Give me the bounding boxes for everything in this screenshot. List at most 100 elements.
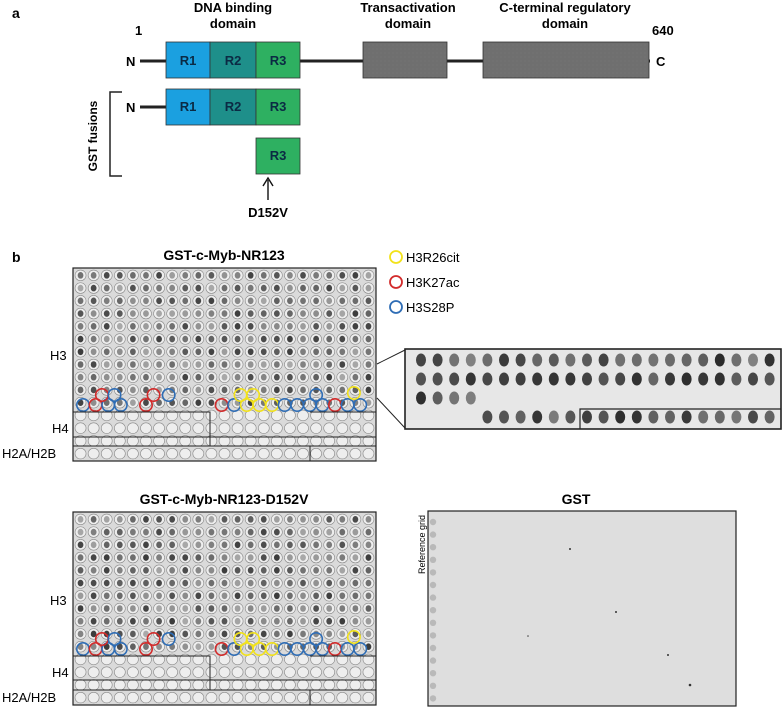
zoom-spot — [465, 391, 476, 405]
array-spot-signal — [326, 386, 333, 394]
panel-a: a 1 640 DNA binding domain Transactivati… — [12, 0, 674, 220]
transactivation-title-line2: domain — [385, 16, 431, 31]
array-spot-signal — [208, 297, 215, 305]
zoom-spot — [432, 372, 443, 386]
array-spot-signal — [143, 399, 149, 407]
blot1-dots — [74, 269, 375, 460]
array-spot-signal — [103, 554, 110, 561]
array-spot-signal — [208, 516, 215, 523]
array-spot — [362, 666, 375, 678]
array-spot-signal — [143, 566, 149, 574]
reference-spot — [429, 556, 437, 563]
array-spot-signal — [169, 516, 176, 523]
array-spot-signal — [130, 528, 136, 536]
array-spot-signal — [326, 284, 333, 292]
array-spot-signal — [221, 284, 228, 292]
array-spot — [271, 653, 283, 666]
array-spot-signal — [77, 373, 84, 381]
array-spot-signal — [326, 335, 333, 343]
modification-marker — [309, 631, 324, 646]
array-spot-signal — [195, 335, 202, 343]
array-spot-signal — [260, 579, 267, 587]
array-spot-signal — [273, 528, 280, 536]
blot3-frame — [427, 510, 737, 707]
array-spot — [87, 691, 100, 704]
zoom-spot — [416, 353, 426, 367]
array-spot-signal — [77, 516, 84, 523]
array-spot-signal — [116, 528, 123, 536]
array-spot-signal — [130, 592, 136, 600]
array-spot — [127, 422, 139, 434]
zoom-spot — [532, 353, 543, 367]
array-spot-signal — [287, 605, 293, 612]
zoom-connector-top — [376, 349, 406, 365]
array-spot-signal — [300, 297, 306, 305]
panel-b: b GST-c-Myb-NR123 GST-c-Myb-NR123-D152V … — [2, 247, 782, 707]
zoom-spot — [681, 372, 692, 386]
array-spot-signal — [300, 579, 306, 587]
zoom-spot — [698, 372, 709, 386]
array-spot-signal — [156, 554, 162, 561]
zoom-spot — [615, 353, 626, 367]
array-spot-signal — [221, 361, 228, 368]
blot2-region-lines — [73, 655, 376, 705]
array-spot-signal — [103, 528, 110, 536]
array-spot-signal — [143, 554, 149, 561]
array-spot-signal — [300, 528, 306, 536]
array-spot-signal — [247, 322, 254, 330]
modification-marker — [246, 631, 261, 646]
array-spot — [140, 679, 152, 691]
fusion-r3-box — [255, 88, 301, 126]
array-spot-signal — [169, 554, 176, 561]
array-spot-signal — [234, 566, 241, 574]
array-spot-signal — [273, 554, 280, 561]
array-spot — [271, 691, 283, 704]
array-spot-signal — [156, 579, 162, 587]
array-spot — [114, 422, 126, 434]
modification-marker — [161, 631, 176, 646]
array-spot-signal — [365, 554, 372, 561]
fusion-r3-only-box — [255, 137, 301, 175]
array-spot-signal — [208, 272, 215, 279]
array-spot-signal — [326, 373, 333, 381]
zoom-spot — [615, 372, 626, 386]
array-spot — [179, 447, 192, 460]
array-spot-signal — [77, 605, 84, 612]
array-spot-signal — [156, 284, 162, 292]
array-spot-signal — [260, 541, 267, 549]
array-spot-signal — [195, 617, 202, 625]
array-spot-signal — [182, 617, 189, 625]
array-spot-signal — [77, 297, 84, 305]
zoom-spot — [499, 372, 509, 386]
array-spot-signal — [247, 528, 254, 536]
array-spot-signal — [182, 322, 189, 330]
array-spot-signal — [339, 272, 346, 279]
array-spot-signal — [273, 566, 280, 574]
array-spot-signal — [260, 592, 267, 600]
array-spot-signal — [103, 373, 110, 381]
array-spot-signal — [339, 630, 346, 638]
reference-spot — [429, 619, 437, 626]
reference-spot — [429, 518, 437, 526]
array-spot — [257, 422, 270, 434]
array-spot — [257, 691, 270, 704]
panel-b-label: b — [12, 249, 21, 265]
array-spot-signal — [365, 284, 372, 292]
array-spot — [284, 447, 296, 460]
array-spot-signal — [208, 310, 215, 317]
fusion-r3-only-label: R3 — [270, 148, 287, 163]
array-spot — [297, 447, 309, 460]
zoom-spot — [582, 372, 592, 386]
array-spot — [140, 447, 152, 460]
array-spot-signal — [352, 566, 359, 574]
zoom-spot — [482, 372, 493, 386]
array-spot — [87, 666, 100, 678]
reference-spot — [429, 695, 437, 702]
array-spot-signal — [339, 617, 346, 625]
array-spot-signal — [365, 617, 372, 625]
array-spot-signal — [156, 361, 162, 368]
zoom-spot — [748, 372, 758, 386]
array-spot-signal — [116, 605, 123, 612]
array-spot-signal — [260, 373, 267, 381]
array-spot-signal — [103, 361, 110, 368]
